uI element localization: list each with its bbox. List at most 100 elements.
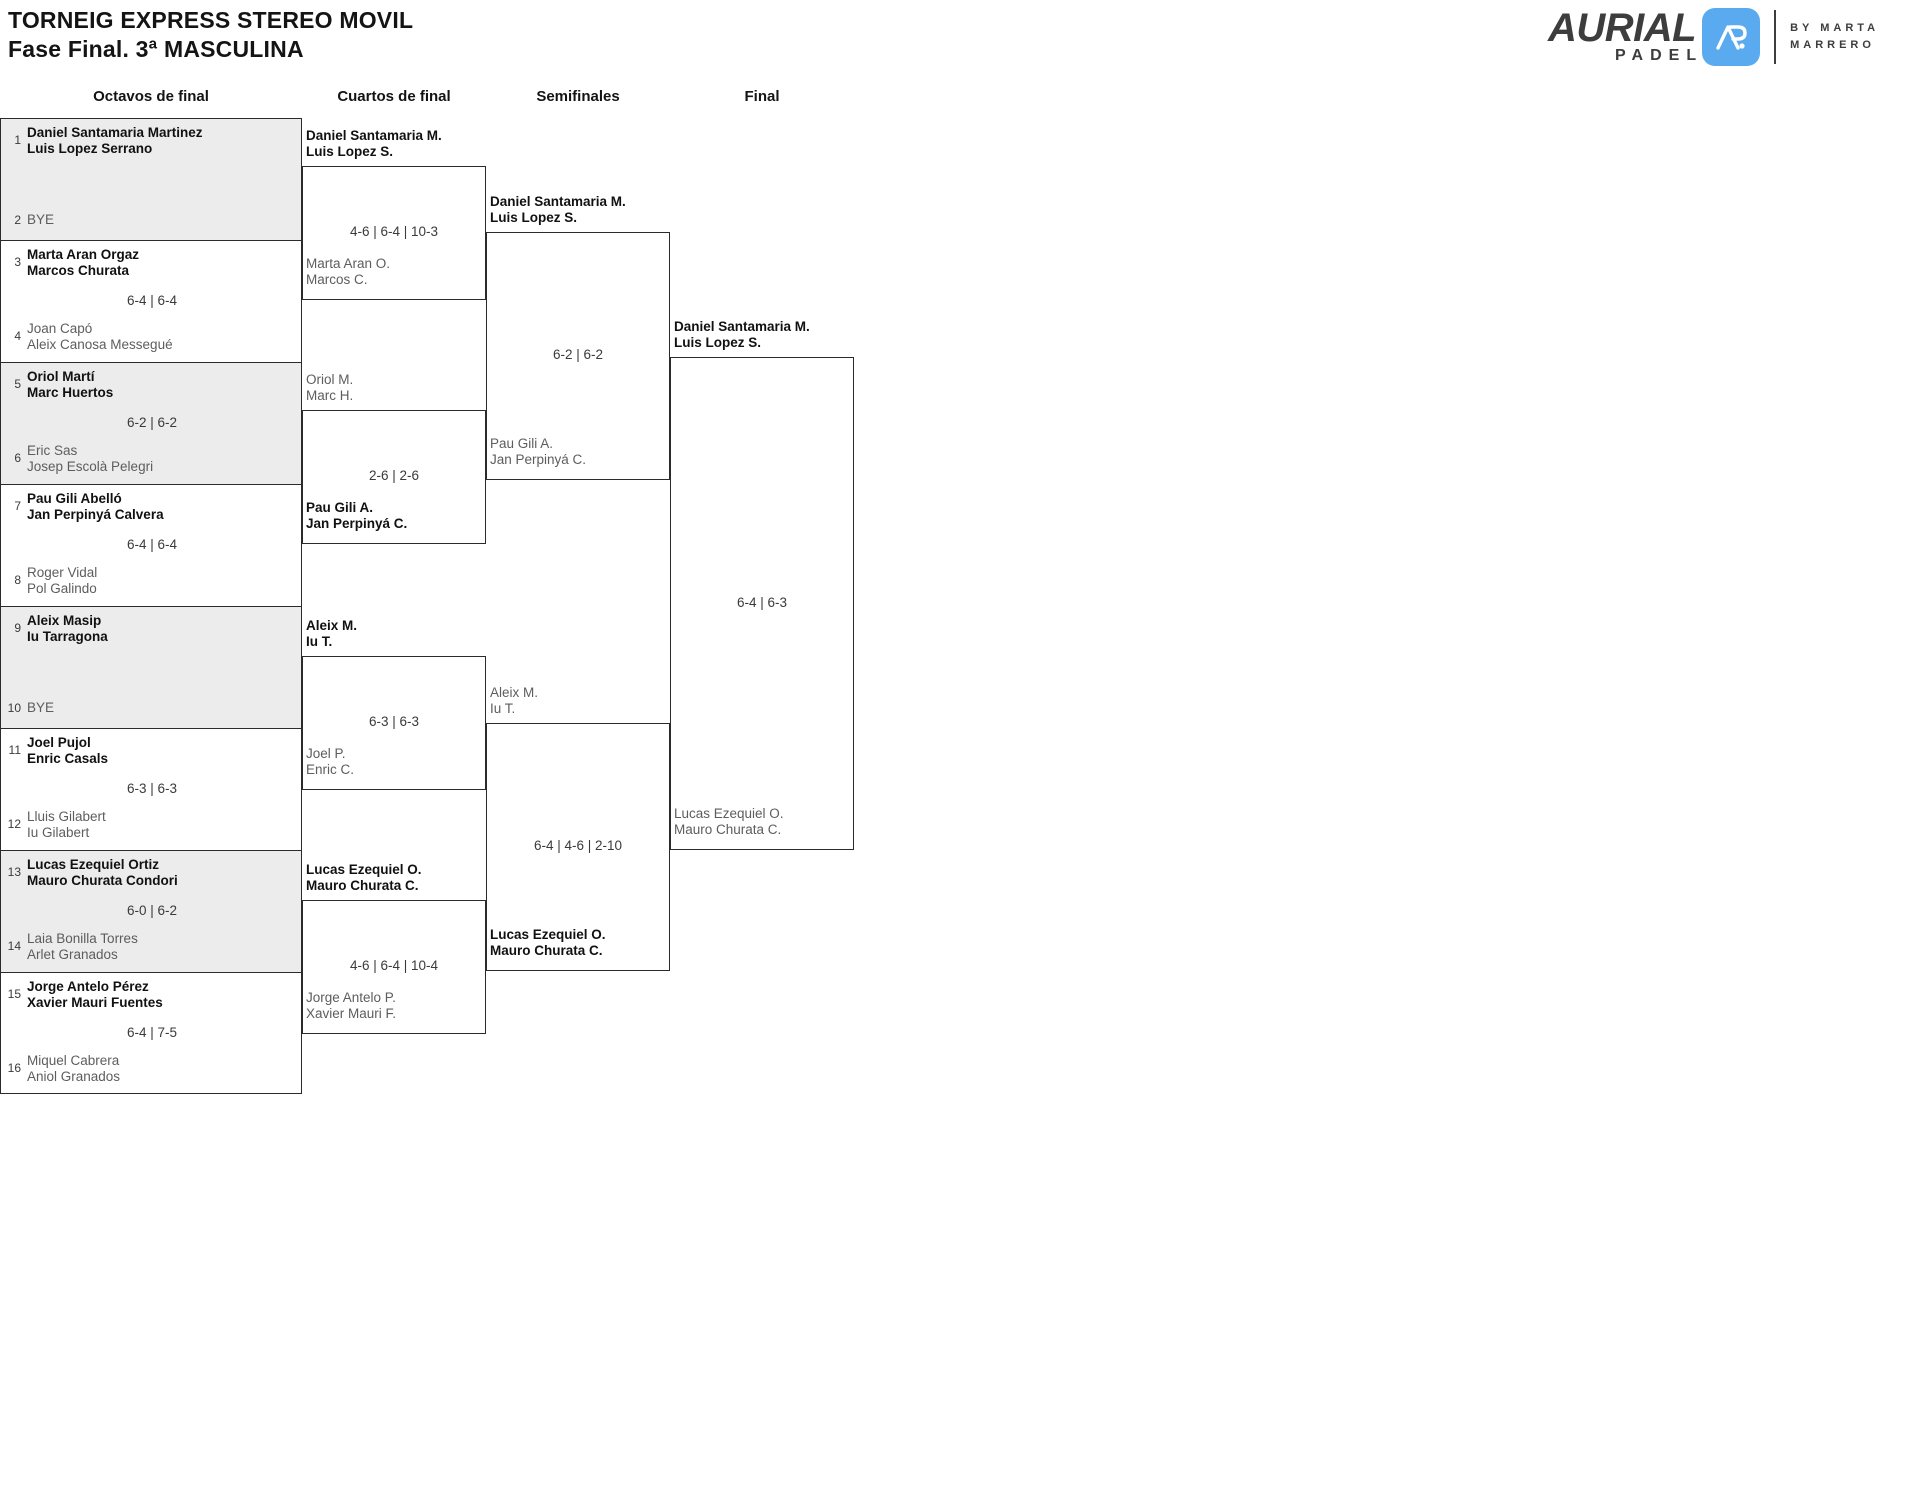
qf-participant-top[interactable]: Aleix M.Iu T.: [306, 618, 357, 650]
qf-participant-top[interactable]: Oriol M.Marc H.: [306, 372, 353, 404]
qf-participant-bottom[interactable]: Joel P.Enric C.: [306, 746, 354, 778]
qf-participant-bottom[interactable]: Marta Aran O.Marcos C.: [306, 256, 390, 288]
player-name-1: Joel Pujol: [27, 735, 91, 750]
ap-monogram-icon: [1702, 8, 1761, 66]
qf-participant-top[interactable]: Lucas Ezequiel O.Mauro Churata C.: [306, 862, 422, 894]
sf-participant-bottom[interactable]: Lucas Ezequiel O.Mauro Churata C.: [490, 927, 606, 959]
qf-participant-bottom[interactable]: Pau Gili A.Jan Perpinyá C.: [306, 500, 407, 532]
sf-participant-bottom[interactable]: Pau Gili A.Jan Perpinyá C.: [490, 436, 586, 468]
qf-match-score: 4-6 | 6-4 | 10-4: [349, 958, 439, 973]
f-match-score: 6-4 | 6-3: [736, 594, 788, 610]
player-name-2: Jan Perpinyá C.: [490, 452, 587, 467]
qf-participant-bottom[interactable]: Jorge Antelo P.Xavier Mauri F.: [306, 990, 396, 1022]
round-header-cuartos: Cuartos de final: [337, 88, 451, 105]
qf-match-box[interactable]: [302, 900, 486, 1034]
tournament-subtitle: Fase Final. 3ª MASCULINA: [8, 36, 304, 62]
player-name-1: Laia Bonilla Torres: [27, 931, 138, 946]
player-name-2: Xavier Mauri Fuentes: [27, 995, 163, 1010]
player-name-2: Marc H.: [306, 388, 354, 403]
sf-match-box[interactable]: [486, 723, 670, 971]
sf-participant-top[interactable]: Daniel Santamaria M.Luis Lopez S.: [490, 194, 626, 226]
player-name-1: Oriol Martí: [27, 369, 95, 384]
player-name-2: Josep Escolà Pelegri: [27, 459, 154, 474]
player-name-1: Aleix Masip: [27, 613, 102, 628]
logo-wordmark: AURIAL PADEL: [1548, 6, 1697, 65]
player-name-2: Xavier Mauri F.: [306, 1006, 397, 1021]
seed-number: 7: [14, 499, 21, 513]
player-name-1: Roger Vidal: [27, 565, 98, 580]
player-name-1: Lucas Ezequiel O.: [490, 927, 606, 942]
logo-by-line: BY MARTA MARRERO: [1790, 20, 1879, 54]
player-name-2: Arlet Granados: [27, 947, 118, 962]
seed-number: 13: [7, 865, 21, 879]
f-participant-bottom[interactable]: Lucas Ezequiel O.Mauro Churata C.: [674, 806, 784, 838]
qf-match-box[interactable]: [302, 410, 486, 544]
seed-number: 6: [14, 451, 21, 465]
bye-label: BYE: [27, 699, 55, 715]
round-header-final: Final: [744, 88, 780, 105]
seed-number: 16: [7, 1061, 21, 1075]
player-name-2: Marc Huertos: [27, 385, 114, 400]
logo-sub-text: PADEL: [1615, 47, 1704, 64]
aurial-padel-logo: AURIAL PADEL BY MARTA MARRERO: [1548, 6, 1879, 68]
f-match-box[interactable]: [670, 357, 854, 850]
player-name-1: Pau Gili A.: [490, 436, 554, 451]
qf-participant-top[interactable]: Daniel Santamaria M.Luis Lopez S.: [306, 128, 442, 160]
qf-match-score: 4-6 | 6-4 | 10-3: [349, 224, 439, 239]
seed-number: 2: [14, 213, 21, 227]
sf-match-box[interactable]: [486, 232, 670, 480]
seed-number: 3: [14, 255, 21, 269]
qf-match-box[interactable]: [302, 166, 486, 300]
f-participant-top[interactable]: Daniel Santamaria M.Luis Lopez S.: [674, 319, 810, 351]
player-name-1: Jorge Antelo P.: [306, 990, 396, 1005]
player-name-1: Pau Gili Abelló: [27, 491, 122, 506]
round-header-octavos: Octavos de final: [93, 88, 209, 105]
sf-participant-top[interactable]: Aleix M.Iu T.: [490, 685, 538, 717]
player-name-2: Iu Tarragona: [27, 629, 108, 644]
player-name-1: Marta Aran Orgaz: [27, 247, 140, 262]
player-name-1: Aleix M.: [490, 685, 539, 700]
qf-match-box[interactable]: [302, 656, 486, 790]
player-name-1: Eric Sas: [27, 443, 78, 458]
match-score: 6-4 | 6-4: [126, 293, 178, 308]
qf-match-score: 6-3 | 6-3: [368, 714, 420, 729]
player-name-1: Daniel Santamaria M.: [674, 319, 810, 334]
logo-brand-text: AURIAL: [1548, 6, 1697, 50]
match-score: 6-2 | 6-2: [126, 415, 178, 430]
player-name-2: Jan Perpinyá C.: [306, 516, 408, 531]
tournament-title: TORNEIG EXPRESS STEREO MOVIL: [8, 7, 414, 33]
player-name-2: Enric Casals: [27, 751, 109, 766]
seed-number: 15: [7, 987, 21, 1001]
